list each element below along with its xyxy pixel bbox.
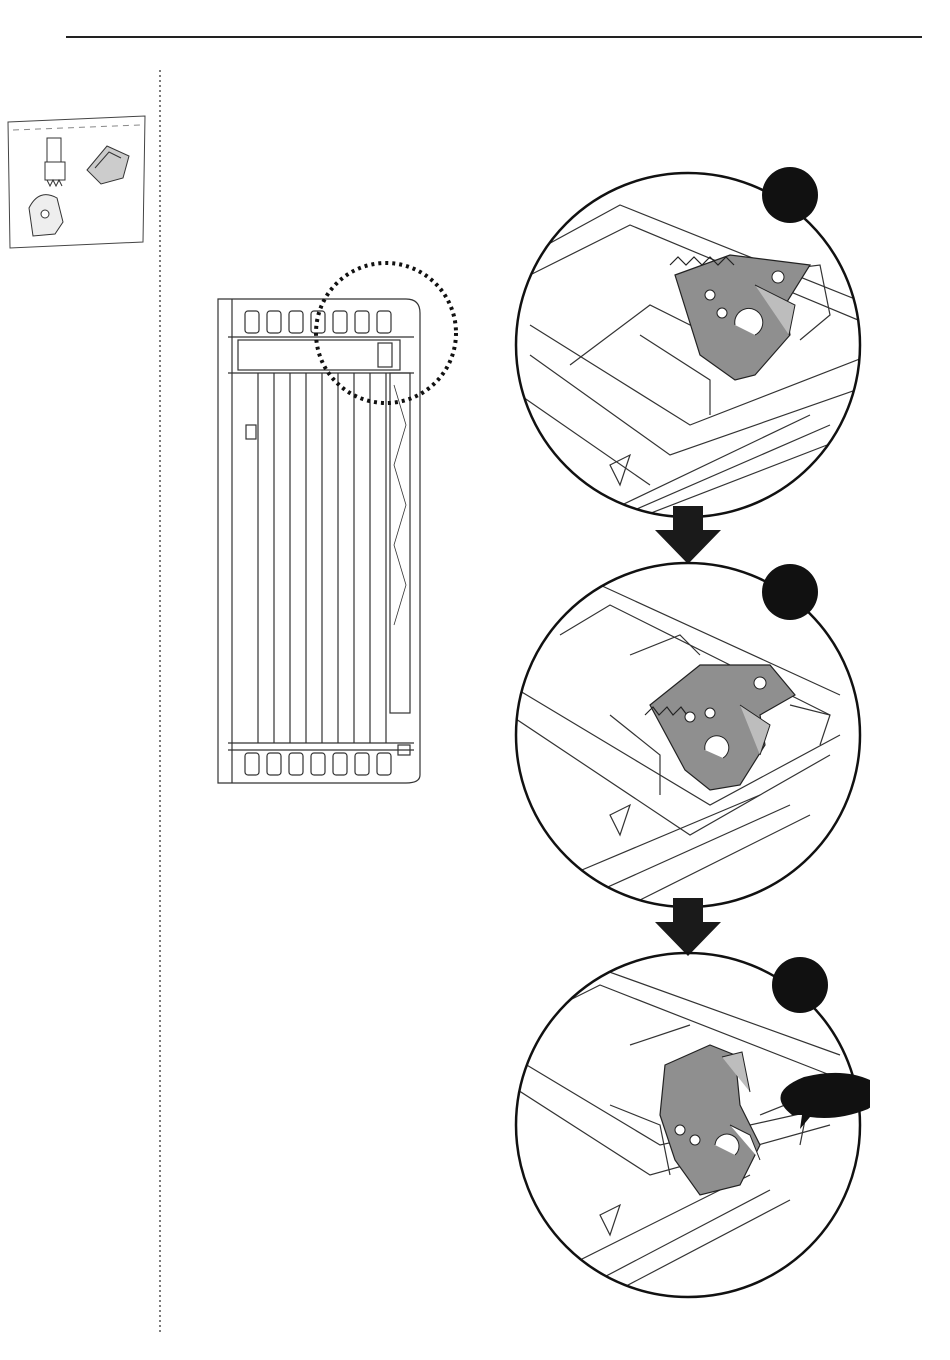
step-marker-badge — [772, 957, 828, 1013]
callout-bubble — [780, 1073, 870, 1129]
appliance-top-view-icon — [210, 255, 465, 790]
hinge-part-icon — [670, 255, 810, 380]
hinge-seated-detail-icon — [510, 945, 870, 1305]
hinge-lowering-detail-icon — [510, 555, 870, 915]
column-divider — [155, 70, 165, 1340]
step-marker-badge — [762, 167, 818, 223]
hinge-part-icon — [660, 1045, 760, 1195]
parts-bag-icon — [5, 112, 150, 257]
step-marker-badge — [762, 564, 818, 620]
hinge-open-detail-icon — [510, 165, 870, 525]
bracket-part-icon — [29, 195, 63, 236]
header-rule — [0, 0, 950, 60]
